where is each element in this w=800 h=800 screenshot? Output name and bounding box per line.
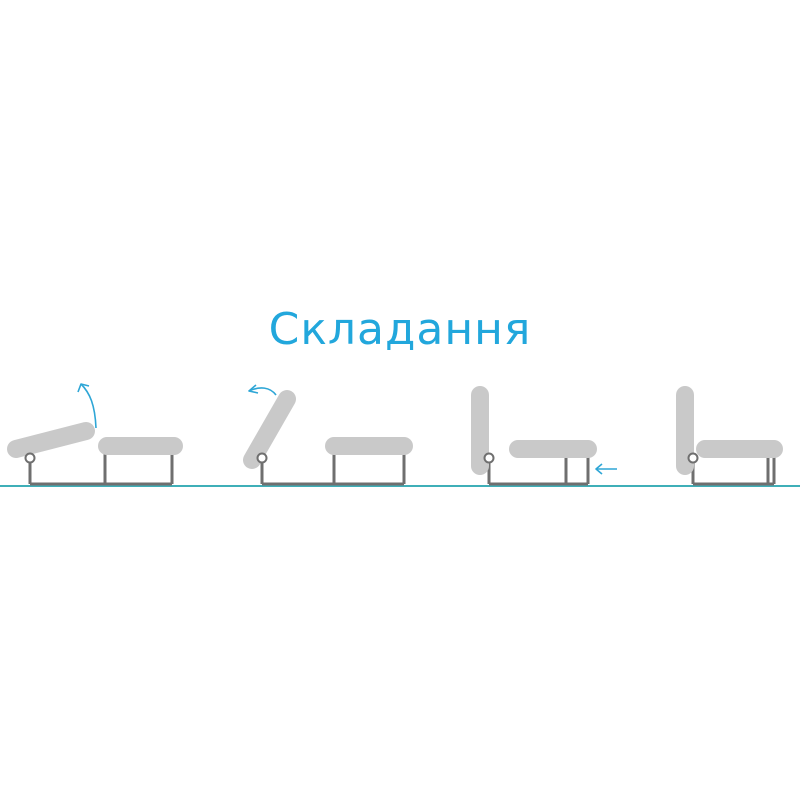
step-1 (7, 383, 183, 486)
step-1-hinge (24, 452, 36, 464)
curved-up-arrow-icon (80, 383, 97, 429)
step-1-backrest (7, 422, 95, 458)
step-2-backrest (243, 390, 296, 469)
left-arrow-head (595, 463, 603, 475)
curved-up-arrow-head (77, 383, 90, 393)
step-2 (243, 384, 413, 486)
folding-diagram (0, 383, 800, 487)
step-2-hinge (256, 452, 268, 464)
step-4 (676, 386, 783, 486)
curved-left-arrow-icon (248, 387, 277, 396)
step-4-hinge (687, 452, 699, 464)
page-title: Складання (268, 304, 532, 355)
step-3 (471, 386, 617, 486)
curved-left-arrow-head (248, 384, 259, 394)
step-3-hinge (483, 452, 495, 464)
